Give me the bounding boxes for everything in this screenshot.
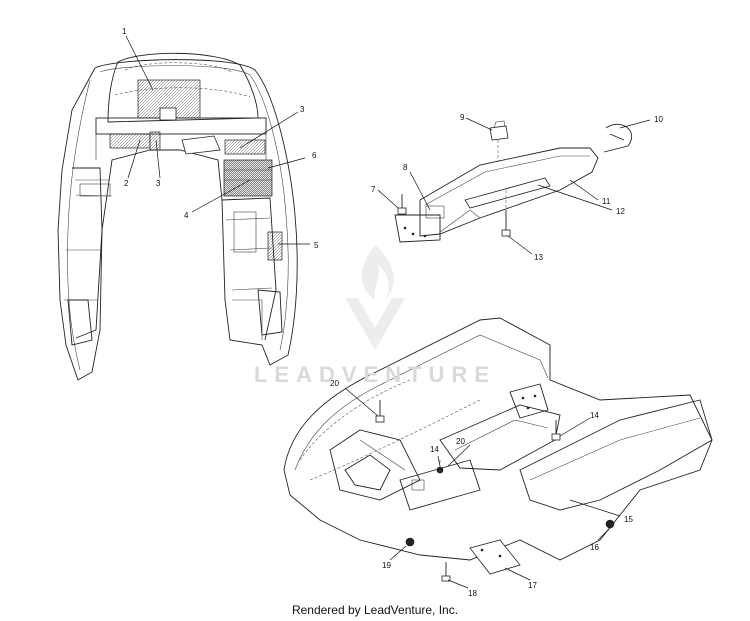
callout-20b: 20 [456, 437, 465, 446]
callout-9: 9 [460, 113, 465, 122]
callout-7: 7 [371, 185, 376, 194]
callout-15: 15 [624, 515, 633, 524]
callout-14a: 14 [430, 445, 439, 454]
callout-2: 2 [124, 179, 129, 188]
bracket-assembly [394, 120, 633, 243]
callout-13: 13 [534, 253, 543, 262]
hood-assembly [57, 52, 298, 381]
decal-3-right [224, 139, 266, 155]
decal-5 [267, 231, 283, 261]
belly-pan-assembly [283, 317, 713, 582]
belly-pan-callouts [344, 387, 621, 589]
callout-16: 16 [590, 543, 599, 552]
strip-12 [464, 177, 551, 209]
callout-20a: 20 [330, 379, 339, 388]
hood-callouts [125, 35, 310, 245]
callout-4: 4 [184, 211, 189, 220]
callout-10: 10 [654, 115, 663, 124]
callout-1: 1 [122, 27, 127, 36]
rivet-16 [605, 519, 615, 529]
footer-credit: Rendered by LeadVenture, Inc. [291, 603, 459, 617]
callout-14b: 14 [590, 411, 599, 420]
callout-19: 19 [382, 561, 391, 570]
watermark-text: LEADVENTURE [253, 362, 496, 387]
callout-11: 11 [602, 197, 611, 206]
callout-3a: 3 [156, 179, 161, 188]
bracket-callouts [377, 117, 651, 255]
plate-17 [469, 539, 521, 575]
flame-v-logo-icon [345, 245, 405, 350]
callout-12: 12 [616, 207, 625, 216]
callout-8: 8 [403, 163, 408, 172]
callout-6: 6 [312, 151, 317, 160]
rivet-19 [405, 537, 415, 547]
callout-18: 18 [468, 589, 477, 598]
clip-9 [489, 125, 509, 141]
callout-17: 17 [528, 581, 537, 590]
callout-3b: 3 [300, 105, 305, 114]
callout-5: 5 [314, 241, 319, 250]
